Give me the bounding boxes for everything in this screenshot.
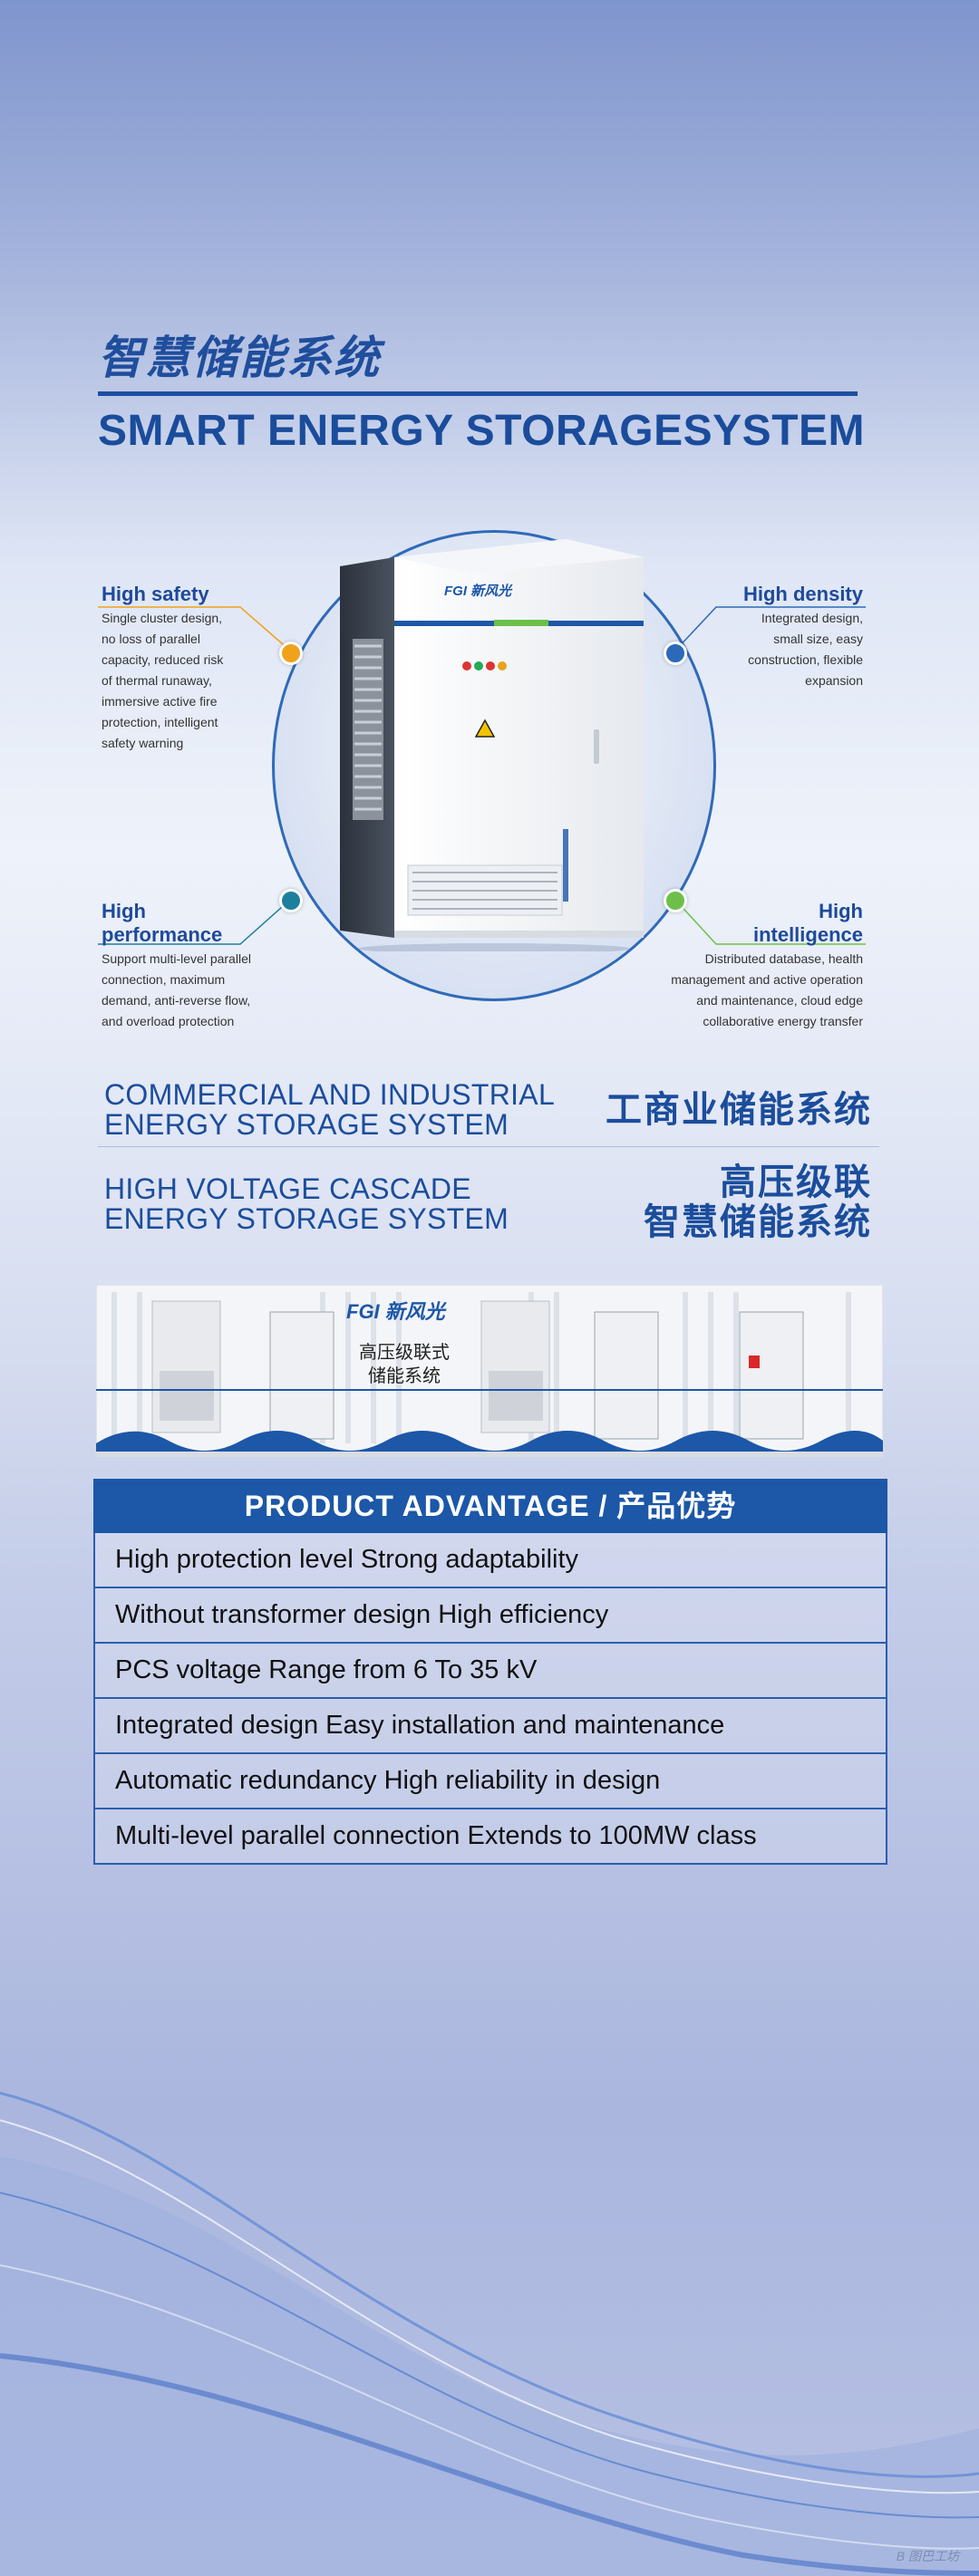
system-commercial-cn: 工商业储能系统 [606, 1090, 872, 1130]
feature-line: management and active operation [671, 972, 863, 987]
feature-text: Distributed database, health management … [671, 949, 863, 1032]
feature-line: no loss of parallel [102, 632, 200, 646]
feature-line: Integrated design, [761, 611, 863, 625]
feature-line: protection, intelligent [102, 715, 218, 729]
feature-line: demand, anti-reverse flow, [102, 993, 251, 1008]
feature-high-performance: High performance Support multi-level par… [102, 900, 251, 1032]
feature-title: High performance [102, 900, 251, 947]
title-divider [98, 391, 858, 396]
advantage-row: Integrated design Easy installation and … [93, 1699, 887, 1754]
advantage-row: Automatic redundancy High reliability in… [93, 1754, 887, 1809]
feature-title-line: intelligence [752, 923, 863, 946]
feature-text: Support multi-level parallel connection,… [102, 949, 251, 1032]
feature-line: construction, flexible [748, 652, 863, 667]
product-advantage-table: PRODUCT ADVANTAGE / 产品优势 High protection… [93, 1479, 887, 1865]
title-chinese: 智慧储能系统 [98, 333, 381, 383]
system-line: ENERGY STORAGE SYSTEM [104, 1202, 509, 1235]
system-cascade-cn: 高压级联 智慧储能系统 [644, 1163, 872, 1242]
system-line: HIGH VOLTAGE CASCADE [104, 1172, 471, 1205]
feature-title-line: performance [102, 923, 223, 946]
title-english: SMART ENERGY STORAGESYSTEM [98, 407, 866, 455]
container-label: 高压级联式 储能系统 [359, 1341, 450, 1388]
system-cascade-en: HIGH VOLTAGE CASCADE ENERGY STORAGE SYST… [104, 1174, 509, 1234]
advantage-heading: PRODUCT ADVANTAGE / 产品优势 [93, 1479, 887, 1533]
feature-line: collaborative energy transfer [703, 1014, 863, 1028]
feature-line: safety warning [102, 736, 184, 750]
feature-line: Single cluster design, [102, 611, 223, 625]
advantage-row: PCS voltage Range from 6 To 35 kV [93, 1644, 887, 1699]
system-line: 智慧储能系统 [644, 1202, 872, 1242]
feature-text: Integrated design, small size, easy cons… [743, 608, 863, 691]
feature-high-safety: High safety Single cluster design, no lo… [102, 583, 223, 754]
feature-connectors [98, 606, 866, 945]
feature-line: and overload protection [102, 1014, 235, 1028]
feature-line: of thermal runaway, [102, 673, 212, 688]
advantage-row: High protection level Strong adaptabilit… [93, 1533, 887, 1588]
feature-line: capacity, reduced risk [102, 652, 224, 667]
feature-title-line: High [819, 900, 863, 922]
svg-text:FGI 新风光: FGI 新风光 [444, 583, 513, 599]
feature-text: Single cluster design, no loss of parall… [102, 608, 223, 754]
energy-storage-cabinet-image: FGI 新风光 [340, 539, 644, 951]
feature-title: High density [742, 583, 863, 605]
feature-line: expansion [805, 673, 863, 688]
system-line: 工商业储能系统 [606, 1090, 872, 1130]
density-dot-icon [664, 642, 687, 665]
watermark: B 图巴工坊 [896, 2549, 959, 2563]
feature-title: High safety [102, 583, 209, 605]
system-line: ENERGY STORAGE SYSTEM [104, 1108, 509, 1141]
feature-line: and maintenance, cloud edge [696, 993, 863, 1008]
feature-high-density: High density Integrated design, small si… [743, 583, 863, 691]
container-label-line: 储能系统 [368, 1366, 441, 1386]
feature-line: small size, easy [773, 632, 863, 646]
advantage-row: Without transformer design High efficien… [93, 1588, 887, 1644]
feature-line: Distributed database, health [704, 951, 863, 966]
feature-line: Support multi-level parallel [102, 951, 251, 966]
performance-dot-icon [279, 889, 303, 912]
system-commercial-en: COMMERCIAL AND INDUSTRIAL ENERGY STORAGE… [104, 1080, 555, 1140]
container-label-line: 高压级联式 [359, 1343, 450, 1363]
feature-line: connection, maximum [102, 972, 226, 987]
feature-high-intelligence: High intelligence Distributed database, … [671, 900, 863, 1032]
container-illustration: FGI 新风光 高压级联式 储能系统 [96, 1285, 883, 1457]
container-brand-logo: FGI 新风光 [346, 1300, 445, 1323]
feature-title-line: High [102, 900, 146, 922]
intelligence-dot-icon [664, 889, 687, 912]
system-divider [98, 1146, 879, 1147]
container-image [96, 1285, 883, 1457]
feature-title: High intelligence [671, 900, 863, 947]
advantage-row: Multi-level parallel connection Extends … [93, 1809, 887, 1865]
feature-line: immersive active fire [102, 694, 218, 709]
system-line: COMMERCIAL AND INDUSTRIAL [104, 1078, 556, 1111]
safety-dot-icon [279, 642, 303, 665]
wave-background [0, 2091, 979, 2576]
system-line: 高压级联 [720, 1163, 872, 1202]
